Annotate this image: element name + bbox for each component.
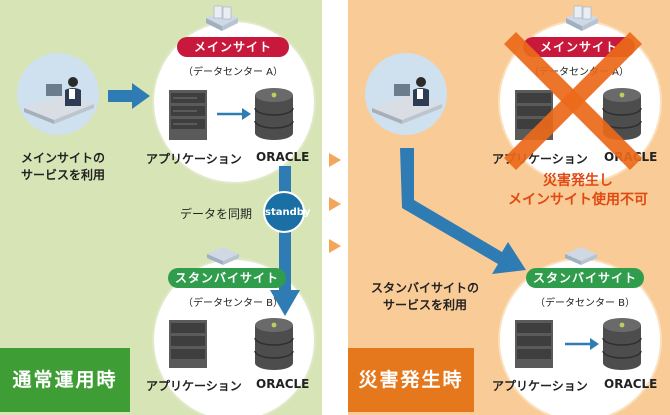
- user-caption-line: スタンバイサイトの: [370, 281, 479, 295]
- server-rack-icon: [169, 90, 207, 140]
- database-icon: [602, 318, 642, 370]
- access-arrow: [108, 83, 150, 109]
- chevron-right-icon: [329, 239, 341, 253]
- user-caption-line: メインサイトの: [20, 151, 105, 165]
- disaster-panel: メインサイト （データセンター A） アプリケーション ORACLE 災害発生し…: [348, 0, 670, 415]
- user-caption-line: サービスを利用: [20, 168, 105, 182]
- building-icon: [565, 247, 597, 265]
- server-rack-icon: [515, 90, 553, 140]
- application-label: アプリケーション: [146, 152, 242, 166]
- main-site-pill: メインサイト: [523, 37, 635, 57]
- building-icon: [206, 5, 238, 31]
- main-datacenter-label: （データセンター A）: [182, 67, 284, 78]
- disaster-badge: 災害発生時: [348, 348, 474, 412]
- oracle-label: ORACLE: [256, 150, 310, 164]
- building-icon: [207, 247, 239, 265]
- user-caption-line: サービスを利用: [382, 298, 467, 312]
- unavailable-cross-icon: [503, 31, 643, 171]
- office-worker-icon: [17, 53, 99, 135]
- user-caption: メインサイトの サービスを利用: [8, 150, 118, 184]
- database-icon: [254, 318, 294, 370]
- application-label: アプリケーション: [492, 379, 588, 393]
- normal-operation-badge: 通常運用時: [0, 348, 130, 412]
- oracle-label: ORACLE: [604, 377, 658, 391]
- warning-line: 災害発生し: [543, 173, 613, 189]
- main-site-pill: メインサイト: [177, 37, 289, 57]
- chevron-right-icon: [329, 153, 341, 167]
- standby-logo: standby: [263, 191, 311, 233]
- chevron-right-icon: [329, 197, 341, 211]
- replication-arrow: [565, 338, 599, 350]
- oracle-label: ORACLE: [256, 377, 310, 391]
- standby-site-pill: スタンバイサイト: [168, 268, 286, 288]
- standby-datacenter-label: （データセンター B）: [182, 298, 284, 309]
- user-caption: スタンバイサイトの サービスを利用: [350, 280, 500, 314]
- application-label: アプリケーション: [146, 379, 242, 393]
- sync-label: データを同期: [180, 207, 253, 221]
- main-datacenter-label: （データセンター A）: [528, 67, 630, 78]
- normal-operation-panel: メインサイト （データセンター A） アプリケーション ORACLE: [0, 0, 322, 415]
- failover-arrow: [400, 148, 526, 274]
- server-rack-icon: [169, 320, 207, 368]
- office-worker-icon: [365, 53, 447, 135]
- standby-logo-label: standby: [265, 207, 311, 218]
- warning-line: メインサイト使用不可: [508, 192, 648, 208]
- database-icon: [254, 88, 294, 140]
- replication-arrow: [217, 108, 251, 120]
- building-icon: [566, 5, 598, 31]
- standby-datacenter-label: （データセンター B）: [534, 298, 636, 309]
- standby-site-pill: スタンバイサイト: [526, 268, 644, 288]
- server-rack-icon: [515, 320, 553, 368]
- disaster-warning: 災害発生し メインサイト使用不可: [488, 172, 668, 210]
